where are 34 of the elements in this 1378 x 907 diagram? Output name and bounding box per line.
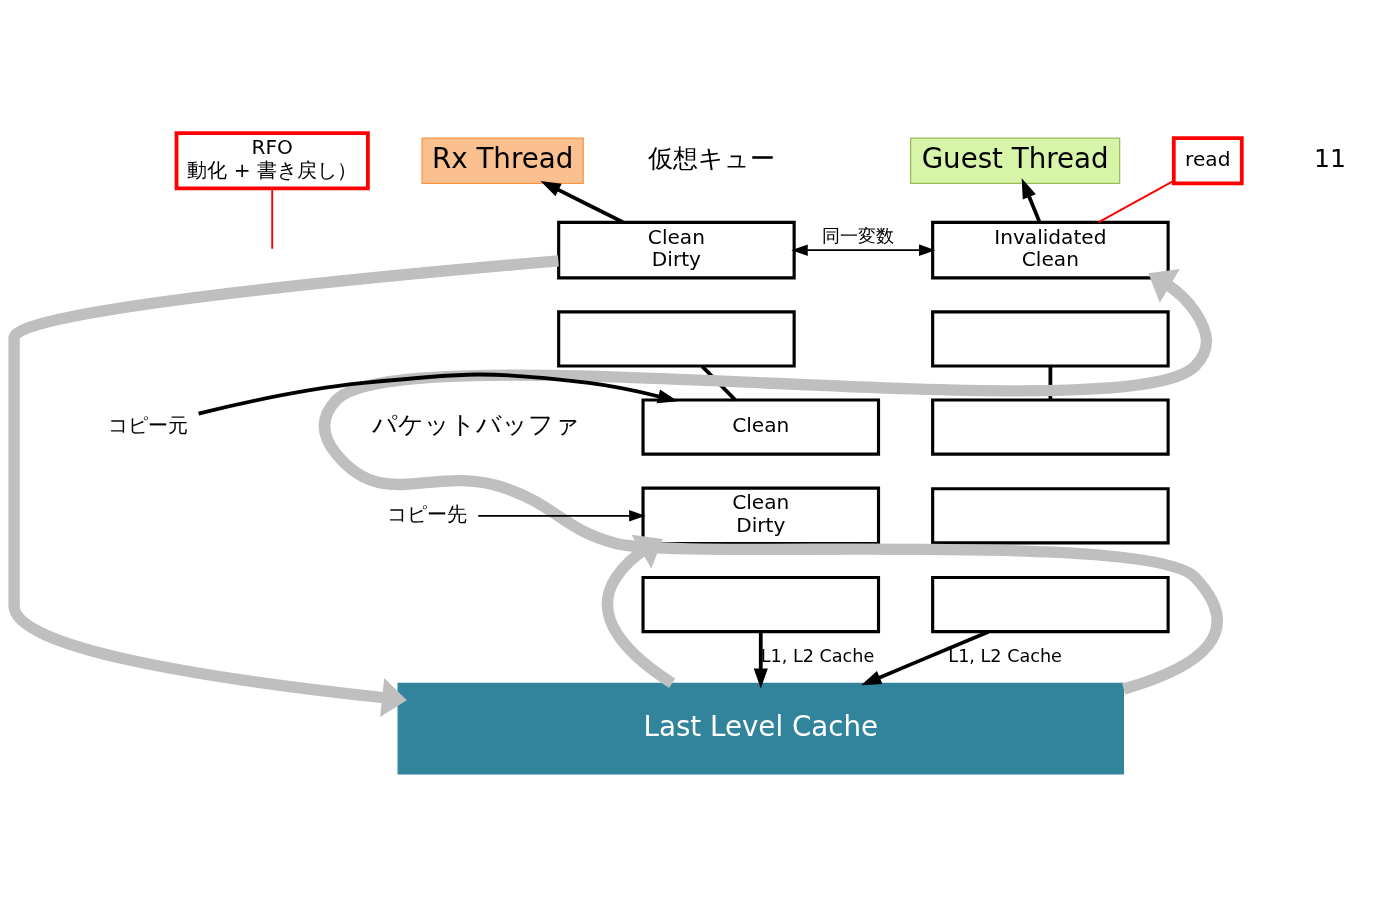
- connector: [271, 187, 274, 250]
- arrow: [1021, 178, 1042, 224]
- node-box: Invalidated Clean: [931, 220, 1170, 280]
- node-box: Last Level Cache: [397, 682, 1125, 775]
- arrow: [601, 534, 676, 688]
- node-text: コピー元: [107, 412, 188, 437]
- arrow: [753, 632, 768, 689]
- node-box: [641, 575, 881, 634]
- node-box: [931, 310, 1170, 368]
- arrow: [540, 180, 625, 225]
- node-box: Rx Thread: [421, 137, 584, 185]
- arrow: [791, 244, 936, 256]
- node-box: Clean Dirty: [557, 220, 796, 280]
- label: 11: [1313, 144, 1346, 174]
- node-box: [931, 398, 1170, 456]
- arrow: [477, 510, 646, 522]
- label: 仮想キュー: [648, 144, 776, 174]
- node-box: Clean Dirty: [641, 486, 881, 546]
- edge-label: L1, L2 Cache: [948, 646, 1062, 667]
- node-box: RFO 動化 + 書き戻し）: [174, 131, 370, 191]
- arrow: [198, 372, 678, 416]
- node-box: [931, 487, 1170, 545]
- label: パケットバッファ: [372, 410, 581, 440]
- arrow: [319, 269, 1222, 695]
- node-text: コピー先: [387, 501, 468, 526]
- node-box: [931, 575, 1170, 634]
- node-box: [557, 310, 796, 368]
- edge-label: 同一変数: [821, 225, 894, 246]
- node-box: Clean: [641, 398, 881, 456]
- arrow: [861, 630, 990, 686]
- arrow: [8, 255, 559, 718]
- node-box: read: [1171, 136, 1244, 186]
- connector: [1097, 179, 1175, 224]
- node-box: Guest Thread: [910, 137, 1121, 185]
